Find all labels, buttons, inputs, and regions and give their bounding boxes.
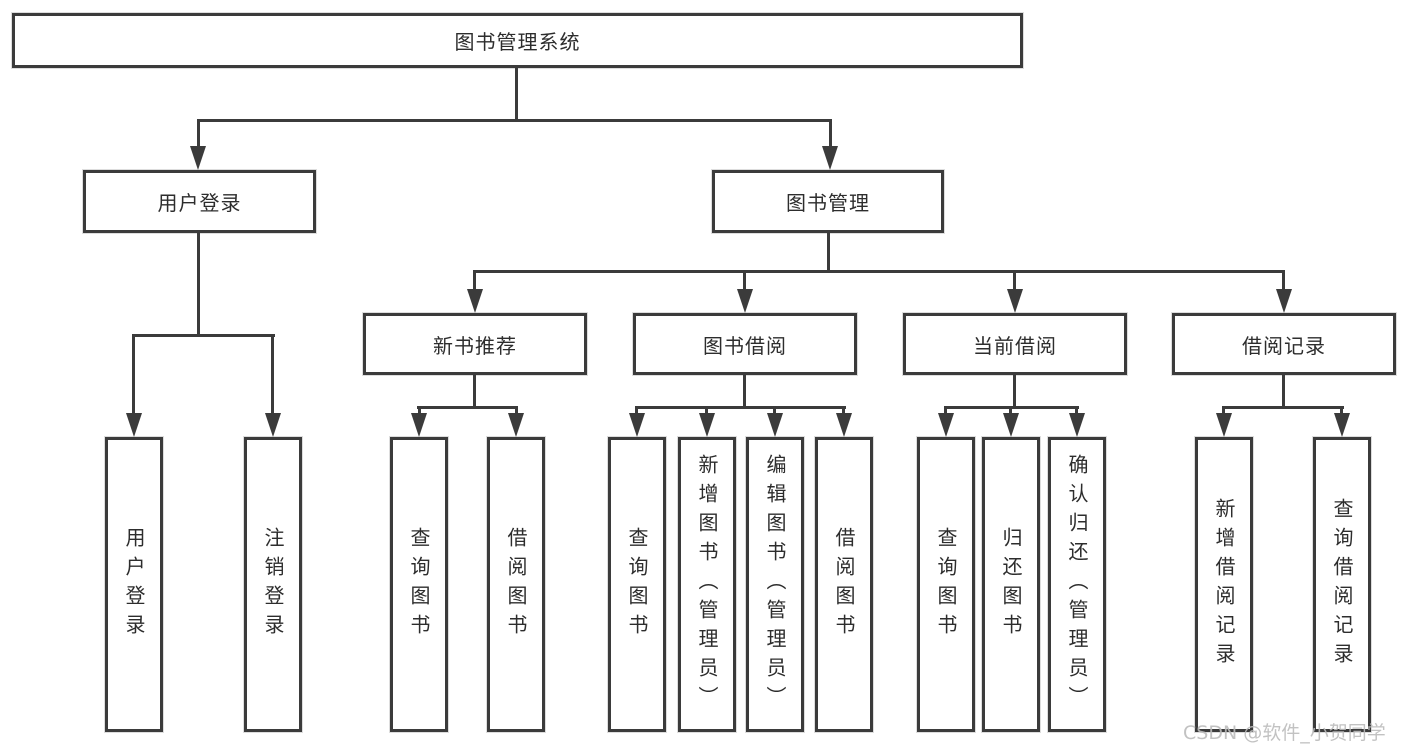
csdn-watermark: CSDN @软件_小贺同学 — [1183, 722, 1386, 744]
connector-arrow-line — [473, 270, 476, 291]
arrowhead-down — [1216, 413, 1232, 437]
arrowhead-down — [767, 413, 783, 437]
connector-stem — [743, 375, 746, 409]
connector-arrow-line — [1009, 406, 1012, 415]
connector-arrow-line — [197, 119, 200, 148]
node-user-login: 用户登录 — [83, 170, 316, 233]
connector-stem — [1282, 375, 1285, 409]
leaf-query-borrow-record: 查询借阅记录 — [1313, 437, 1371, 732]
arrowhead-down — [836, 413, 852, 437]
arrowhead-down — [411, 413, 427, 437]
connector-arrow-line — [1340, 406, 1343, 415]
connector-bar — [1222, 406, 1344, 409]
arrowhead-down — [126, 413, 142, 437]
leaf-borrow-books: 借阅图书 — [487, 437, 545, 732]
connector-stem — [1013, 375, 1016, 409]
arrowhead-down — [1007, 289, 1023, 313]
node-library-management-system: 图书管理系统 — [12, 13, 1023, 68]
leaf-borrow-books: 借阅图书 — [815, 437, 873, 732]
connector-arrow-line — [1013, 270, 1016, 291]
connector-arrow-line — [515, 406, 518, 415]
arrowhead-down — [190, 146, 206, 170]
node-current-borrow: 当前借阅 — [903, 313, 1127, 375]
leaf-add-books-admin: 新增图书（管理员） — [678, 437, 736, 732]
connector-arrow-line — [132, 334, 135, 415]
arrowhead-down — [737, 289, 753, 313]
connector-level2-bar — [197, 119, 832, 122]
connector-user-login-stem — [197, 233, 200, 337]
arrowhead-down — [1276, 289, 1292, 313]
connector-bar — [417, 406, 518, 409]
connector-root-stem — [515, 68, 518, 122]
arrowhead-down — [629, 413, 645, 437]
arrowhead-down — [265, 413, 281, 437]
leaf-confirm-return-admin: 确认归还（管理员） — [1048, 437, 1106, 732]
leaf-return-books: 归还图书 — [982, 437, 1040, 732]
leaf-user-login: 用户登录 — [105, 437, 163, 732]
leaf-query-books: 查询图书 — [608, 437, 666, 732]
leaf-logout: 注销登录 — [244, 437, 302, 732]
connector-arrow-line — [1282, 270, 1285, 291]
node-borrow-records: 借阅记录 — [1172, 313, 1396, 375]
connector-arrow-line — [829, 119, 832, 148]
connector-arrow-line — [271, 334, 274, 415]
connector-arrow-line — [842, 406, 845, 415]
leaf-edit-books-admin: 编辑图书（管理员） — [746, 437, 804, 732]
arrowhead-down — [1003, 413, 1019, 437]
connector-book-management-stem — [827, 233, 830, 273]
connector-arrow-line — [635, 406, 638, 415]
connector-arrow-line — [1222, 406, 1225, 415]
connector-arrow-line — [944, 406, 947, 415]
arrowhead-down — [938, 413, 954, 437]
arrowhead-down — [467, 289, 483, 313]
node-new-book-recommend: 新书推荐 — [363, 313, 587, 375]
arrowhead-down — [1334, 413, 1350, 437]
leaf-add-borrow-record: 新增借阅记录 — [1195, 437, 1253, 732]
connector-stem — [473, 375, 476, 409]
leaf-query-books: 查询图书 — [390, 437, 448, 732]
arrowhead-down — [1069, 413, 1085, 437]
leaf-query-books: 查询图书 — [917, 437, 975, 732]
connector-arrow-line — [1075, 406, 1078, 415]
connector-arrow-line — [705, 406, 708, 415]
node-book-management: 图书管理 — [712, 170, 944, 233]
connector-level3-bar — [473, 270, 1285, 273]
arrowhead-down — [822, 146, 838, 170]
arrowhead-down — [508, 413, 524, 437]
connector-arrow-line — [418, 406, 421, 415]
connector-bar — [635, 406, 846, 409]
connector-arrow-line — [743, 270, 746, 291]
connector-arrow-line — [773, 406, 776, 415]
connector-user-login-bar — [132, 334, 275, 337]
arrowhead-down — [699, 413, 715, 437]
node-book-borrow: 图书借阅 — [633, 313, 857, 375]
